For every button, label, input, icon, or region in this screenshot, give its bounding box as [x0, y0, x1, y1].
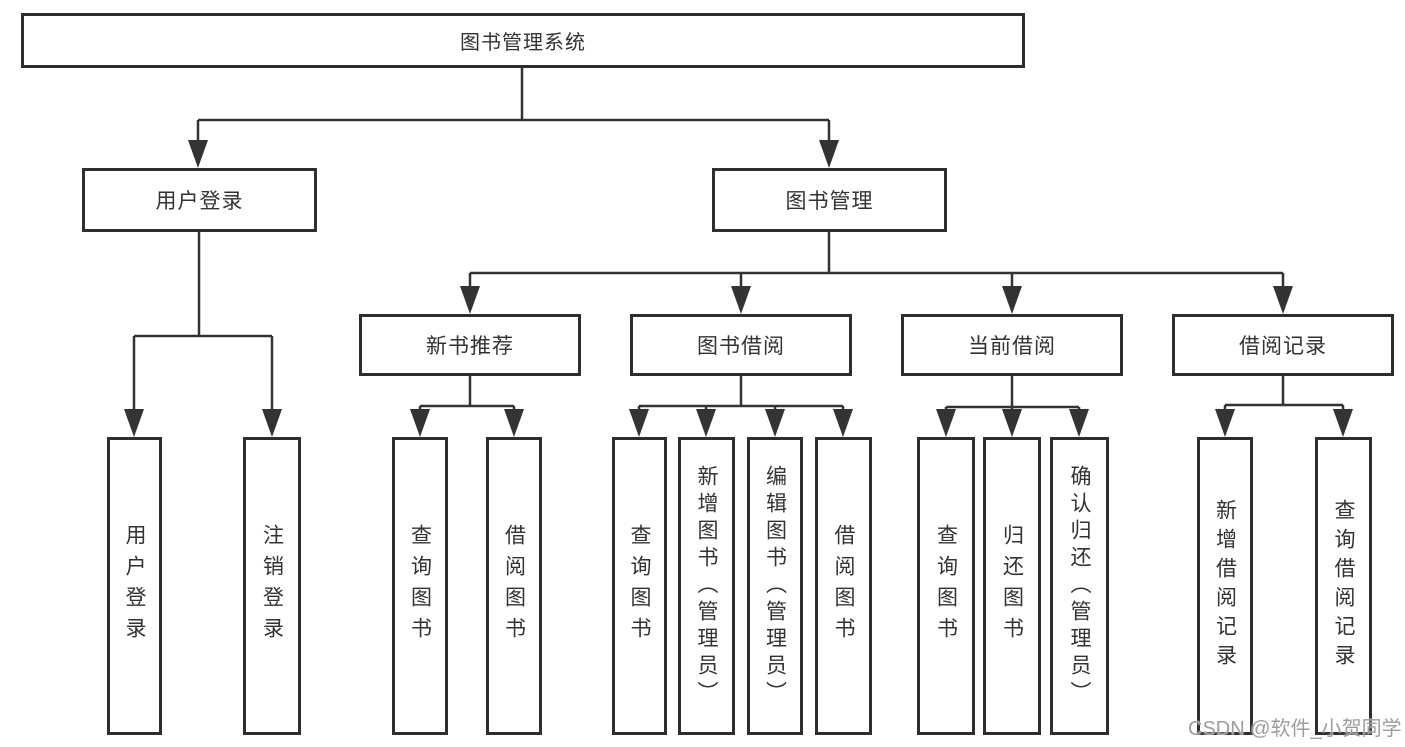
arrowheads	[124, 140, 1353, 437]
node-book-borrowing: 图书借阅	[630, 314, 852, 376]
leaf-recommend-query-books-label: 查询图书	[408, 524, 432, 648]
leaf-borrowing-borrow-books-label: 借阅图书	[832, 524, 855, 648]
leaf-borrowing-borrow-books: 借阅图书	[815, 437, 872, 735]
node-root-system-label: 图书管理系统	[460, 32, 586, 54]
leaf-add-borrow-record-label: 新增借阅记录	[1213, 499, 1237, 673]
leaf-return-books-label: 归还图书	[1000, 524, 1024, 648]
leaf-edit-book-admin-label: 编辑图书（管理员）	[763, 464, 787, 708]
node-book-management-label: 图书管理	[785, 190, 874, 213]
leaf-recommend-query-books: 查询图书	[392, 437, 448, 735]
node-user-login-branch: 用户登录	[82, 168, 317, 232]
leaf-current-query-books: 查询图书	[917, 437, 975, 735]
leaf-logout-label: 注销登录	[260, 524, 284, 648]
node-user-login-branch-label: 用户登录	[155, 190, 244, 213]
leaf-edit-book-admin: 编辑图书（管理员）	[747, 437, 803, 735]
csdn-watermark: CSDN @软件_小贺同学	[1188, 718, 1402, 740]
node-current-borrowing-label: 当前借阅	[968, 335, 1056, 358]
leaf-borrowing-query-books-label: 查询图书	[628, 524, 651, 648]
node-new-book-recommend-label: 新书推荐	[426, 335, 514, 358]
leaf-user-login-label: 用户登录	[123, 524, 146, 648]
leaf-query-borrow-record-label: 查询借阅记录	[1332, 499, 1355, 673]
node-borrowing-records: 借阅记录	[1172, 314, 1394, 376]
leaf-confirm-return-admin: 确认归还（管理员）	[1050, 437, 1109, 735]
leaf-user-login: 用户登录	[107, 437, 162, 735]
node-book-borrowing-label: 图书借阅	[697, 335, 785, 358]
leaf-logout: 注销登录	[243, 437, 301, 735]
leaf-add-borrow-record: 新增借阅记录	[1197, 437, 1253, 735]
leaf-recommend-borrow-books: 借阅图书	[486, 437, 542, 735]
node-book-management: 图书管理	[712, 168, 947, 232]
leaf-add-book-admin: 新增图书（管理员）	[678, 437, 735, 735]
leaf-borrowing-query-books: 查询图书	[612, 437, 667, 735]
node-new-book-recommend: 新书推荐	[359, 314, 581, 376]
leaf-query-borrow-record: 查询借阅记录	[1315, 437, 1372, 735]
leaf-recommend-borrow-books-label: 借阅图书	[502, 524, 526, 648]
node-current-borrowing: 当前借阅	[901, 314, 1123, 376]
node-root-system: 图书管理系统	[21, 13, 1025, 68]
node-borrowing-records-label: 借阅记录	[1239, 335, 1327, 358]
leaf-confirm-return-admin-label: 确认归还（管理员）	[1068, 464, 1091, 708]
leaf-current-query-books-label: 查询图书	[934, 524, 958, 648]
leaf-add-book-admin-label: 新增图书（管理员）	[695, 464, 718, 708]
leaf-return-books: 归还图书	[983, 437, 1041, 735]
